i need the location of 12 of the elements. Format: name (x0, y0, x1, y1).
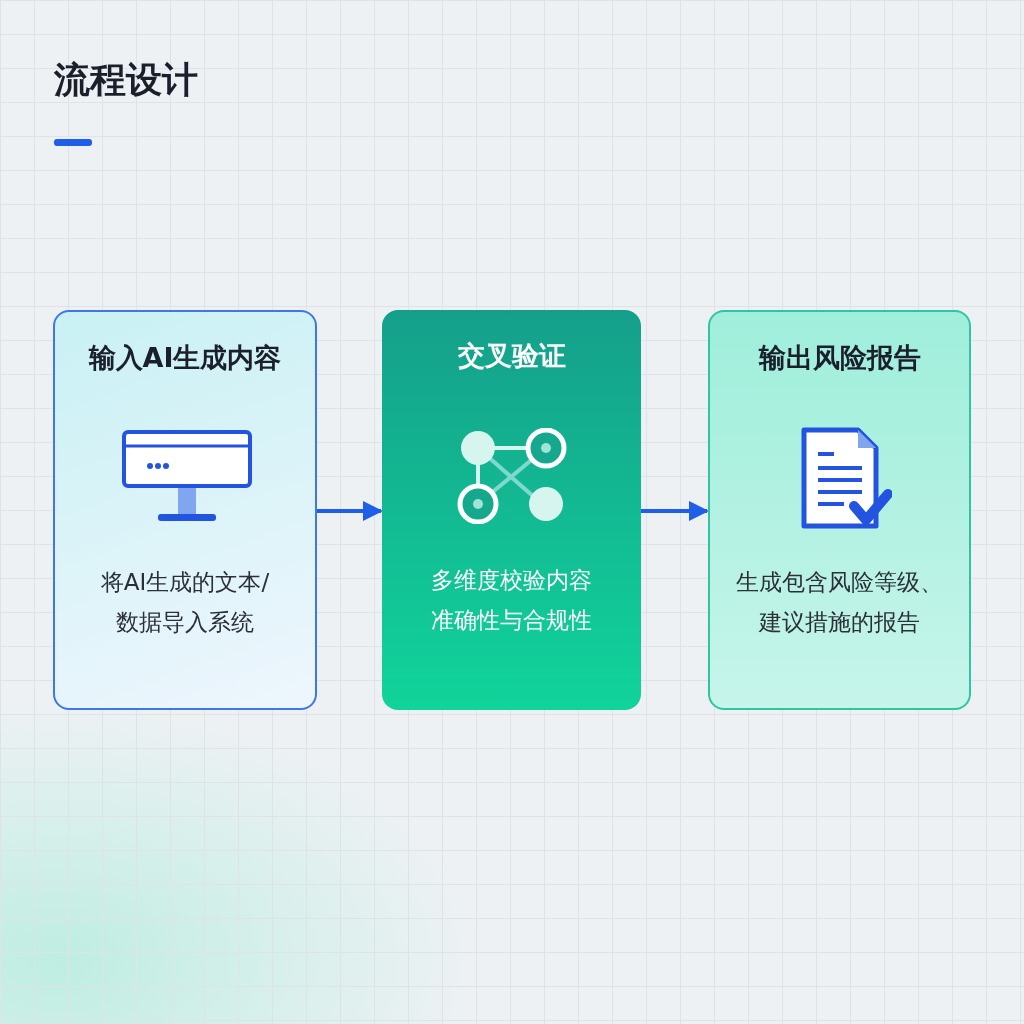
arrow (641, 501, 709, 521)
card-heading: 输入AI生成内容 (87, 341, 283, 375)
step-card (708, 310, 971, 710)
card-heading: 交叉验证 (456, 339, 567, 373)
card-description: 将AI生成的文本/数据导入系统 (99, 568, 271, 637)
step-card (382, 310, 641, 710)
arrow (317, 501, 383, 521)
card-description: 生成包含风险等级、建议措施的报告 (735, 568, 944, 637)
card-description: 多维度校验内容准确性与合规性 (430, 566, 593, 635)
card-heading: 输出风险报告 (757, 341, 922, 375)
title: 流程设计 (54, 58, 198, 102)
step-card (53, 310, 317, 710)
